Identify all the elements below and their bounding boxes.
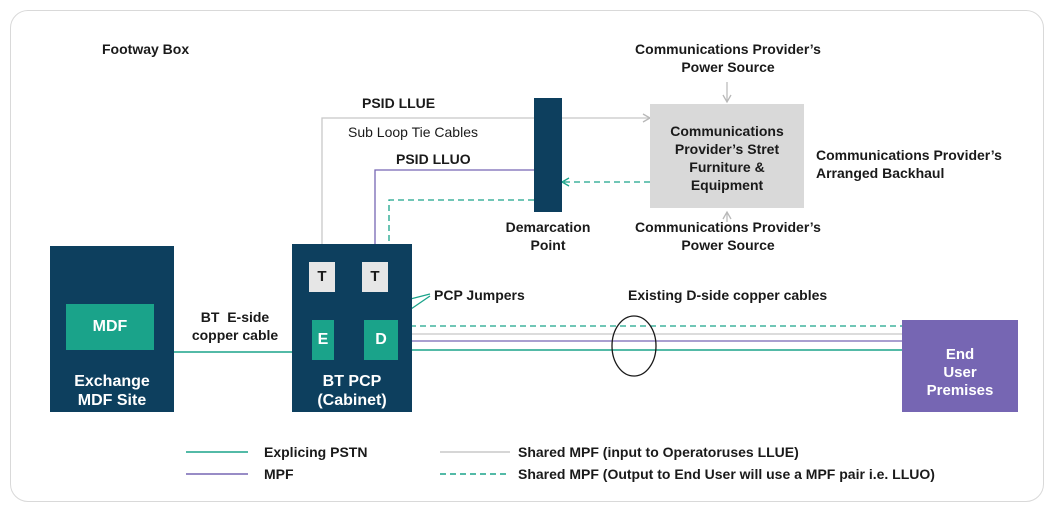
cp-power-source-top-line2: Power Source (681, 59, 775, 75)
sub-loop-tie-cables-label: Sub Loop Tie Cables (348, 124, 478, 140)
bt-eside-line2: copper cable (191, 327, 279, 343)
street-furniture-line3: Furniture & (689, 159, 765, 175)
cp-power-source-bottom-line2: Power Source (681, 237, 775, 253)
psid-lluo-label: PSID LLUO (396, 151, 471, 167)
street-furniture-line2: Provider’s Stret (674, 141, 780, 157)
street-furniture-line1: Communications (670, 123, 784, 139)
e-box: E (312, 320, 334, 360)
legend-label-pstn: Explicing PSTN (264, 444, 368, 460)
exchange-label-line1: Exchange (74, 373, 150, 390)
mdf-box: MDF (66, 304, 154, 350)
existing-dside-label: Existing D-side copper cables (628, 287, 828, 303)
bt-eside-line1: BT E-side (200, 309, 270, 325)
street-furniture-box: Communications Provider’s Stret Furnitur… (650, 104, 804, 208)
cp-backhaul-line1: Communications Provider’s (816, 147, 1002, 163)
t-box-left: T (309, 262, 335, 292)
street-furniture-line4: Equipment (690, 177, 764, 193)
pcp-jumpers-label: PCP Jumpers (434, 287, 525, 303)
cp-power-source-top-line1: Communications Provider’s (635, 41, 821, 57)
legend-label-shared-output: Shared MPF (Output to End User will use … (518, 466, 935, 482)
pcp-label-line2: (Cabinet) (317, 392, 387, 409)
t-box-right: T (362, 262, 388, 292)
lluo-purple-line (374, 169, 534, 262)
bt-pcp-cabinet: T T E D BT PCP (Cabinet) (292, 244, 412, 412)
exchange-label-line2: MDF Site (77, 392, 147, 409)
cp-power-source-bottom-line1: Communications Provider’s (635, 219, 821, 235)
end-user-line1: End (945, 346, 975, 363)
d-box: D (364, 320, 398, 360)
legend-label-mpf: MPF (264, 466, 294, 482)
footway-box-label: Footway Box (102, 41, 190, 57)
cp-backhaul-line2: Arranged Backhaul (816, 165, 945, 181)
demarcation-label-line2: Point (530, 237, 566, 253)
end-user-line2: User (943, 364, 977, 381)
dside-bundle-ellipse (611, 315, 657, 377)
demarcation-label-line1: Demarcation (505, 219, 591, 235)
exchange-mdf-site: MDF Exchange MDF Site (50, 246, 174, 412)
demarcation-bar (534, 98, 562, 212)
psid-llue-label: PSID LLUE (362, 95, 436, 111)
diagram-frame (10, 10, 1044, 502)
pcp-label-line1: BT PCP (322, 373, 382, 390)
end-user-premises: End User Premises (902, 320, 1018, 412)
legend-label-shared-input: Shared MPF (input to Operatoruses LLUE) (518, 444, 799, 460)
end-user-line3: Premises (926, 382, 994, 399)
